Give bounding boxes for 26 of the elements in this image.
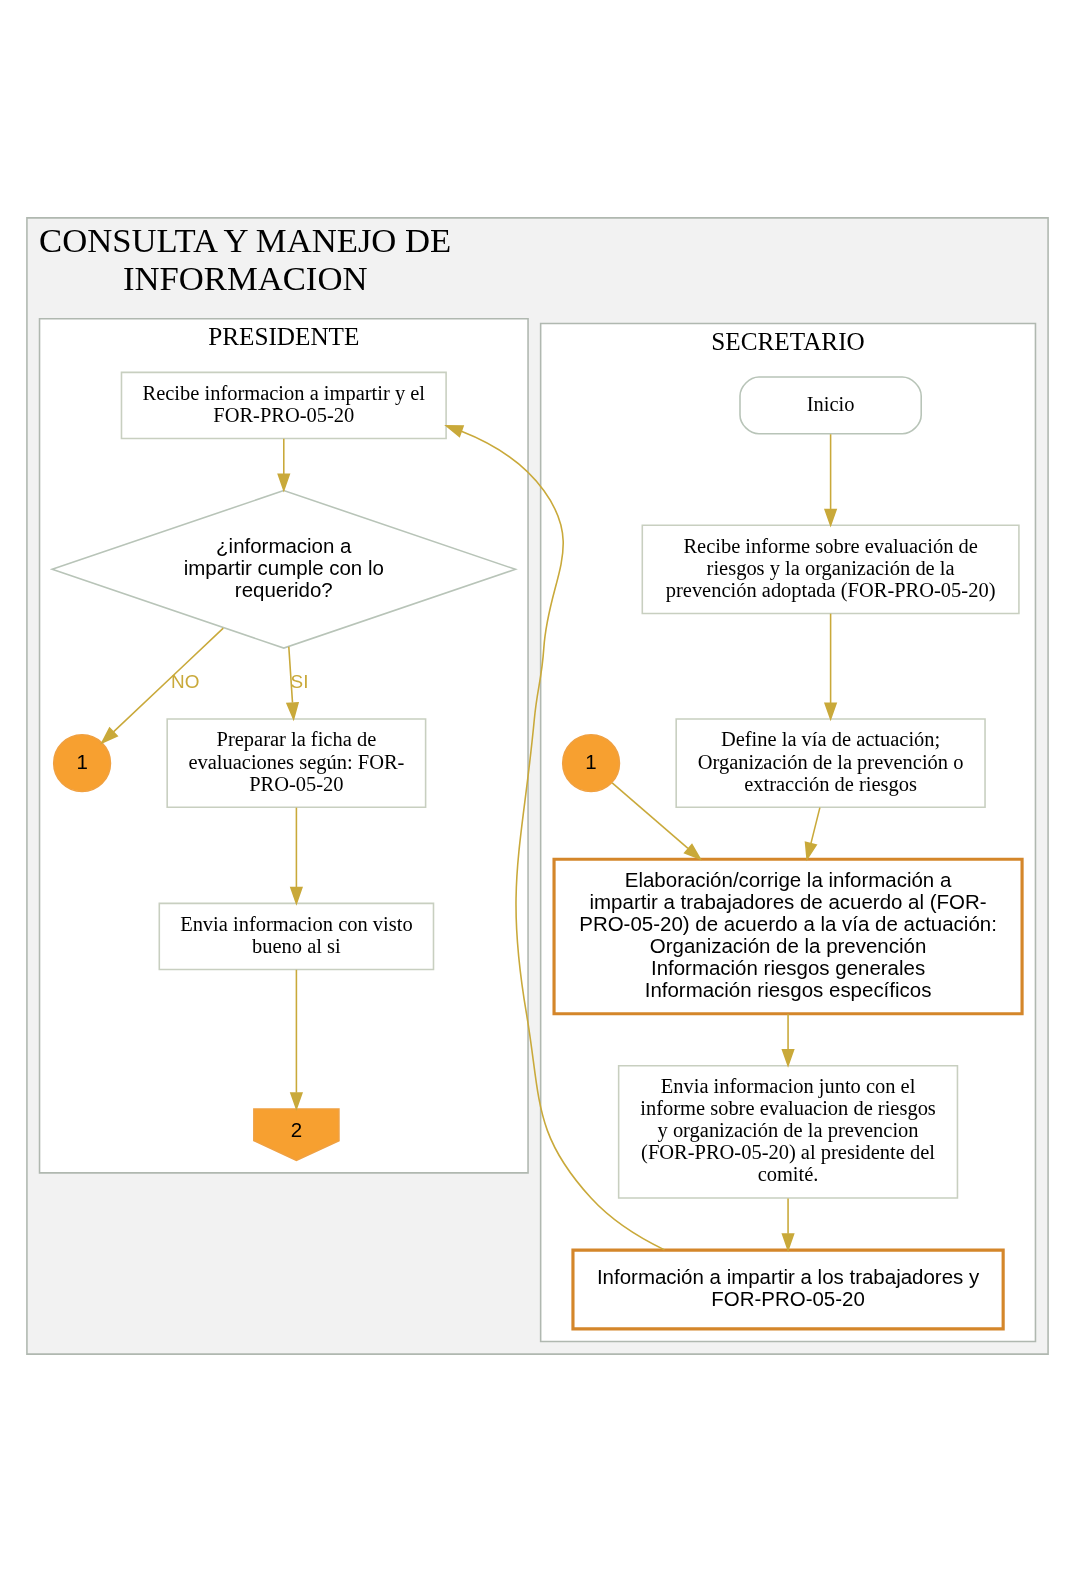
node-box: Recibe informe sobre evaluación de riesgos y la organización de la prevención adoptada (FOR-PRO-05-20) bbox=[641, 523, 1020, 614]
arrow bbox=[100, 626, 225, 744]
node-box: Recibe informacion a impartir y el FOR-PRO-05-20 bbox=[120, 371, 447, 439]
arrow bbox=[781, 1197, 795, 1252]
node-diamond: ¿informacion a impartir cumple con lo requerido? bbox=[49, 489, 518, 649]
node-circle: 1 bbox=[52, 733, 112, 792]
arrow bbox=[823, 612, 838, 721]
arrow bbox=[277, 437, 291, 492]
arrow bbox=[804, 806, 821, 861]
arrow bbox=[781, 1012, 795, 1068]
edge-label: SI bbox=[290, 670, 309, 692]
arrow bbox=[285, 645, 300, 721]
node-box: Información a impartir a los trabajadores y FOR-PRO-05-20 bbox=[571, 1248, 1005, 1330]
node-box: Preparar la ficha de evaluaciones según: FOR-PRO-05-20 bbox=[166, 717, 427, 808]
edge-label: NO bbox=[171, 670, 200, 692]
node-box: Inicio bbox=[739, 375, 922, 435]
arrow bbox=[444, 424, 666, 1251]
arrow bbox=[611, 781, 703, 861]
arrow bbox=[289, 968, 304, 1111]
node-box: Envia informacion con visto bueno al si bbox=[158, 902, 435, 970]
arrow bbox=[289, 806, 304, 906]
node-box: Define la vía de actuación; Organización de la prevención o extracción de riesgos bbox=[675, 717, 986, 808]
node-box: Elaboración/corrige la información a impartir a trabajadores de acuerdo al (FOR-PRO-05-20) de acuerdo a la vía de actuación: Organización de la prevención Información riesgos generales Información riesgos específicos bbox=[552, 857, 1024, 1015]
node-circle: 1 bbox=[561, 733, 621, 792]
node-box: Envia informacion junto con el informe sobre evaluacion de riesgos y organización de la prevencion (FOR-PRO-05-20) al presidente del comité. bbox=[617, 1064, 959, 1199]
arrow bbox=[823, 432, 838, 528]
